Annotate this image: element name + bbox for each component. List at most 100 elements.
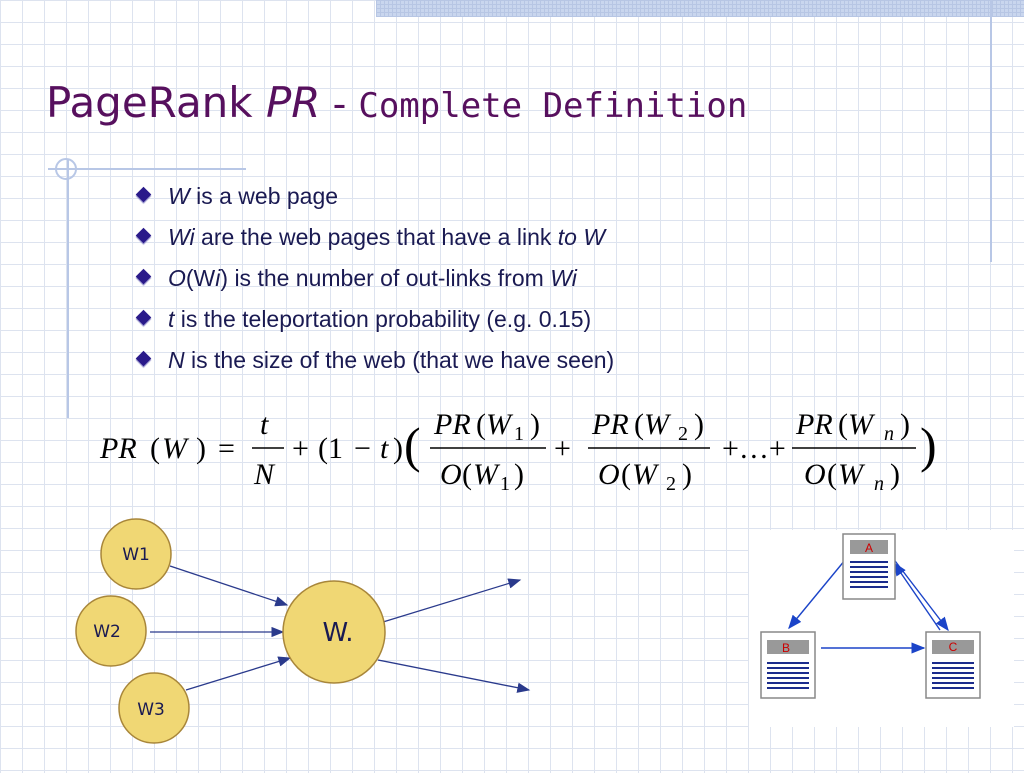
f2-o-close: ) <box>682 458 692 491</box>
fn-o-open: ( <box>827 458 837 491</box>
bullet-term-index: i <box>215 265 221 291</box>
diamond-bullet-icon <box>135 186 152 203</box>
diamond-bullet-icon <box>135 268 152 285</box>
fn-o: O <box>804 458 826 491</box>
bullet-text: is a web page <box>189 183 339 209</box>
title-underline <box>48 168 246 170</box>
node-w3-label: W3 <box>137 700 165 720</box>
formula-t2: t <box>380 432 389 465</box>
bullet-linking-pages: Wi are the web pages that have a link to… <box>130 217 614 258</box>
fn-o-close: ) <box>890 458 900 491</box>
edge-c-a <box>893 561 941 631</box>
bullet-term-end: W <box>550 265 572 291</box>
definition-list: W is a web page Wi are the web pages tha… <box>130 176 614 381</box>
f2-pr: PR <box>591 408 629 441</box>
edge-w-out-2 <box>377 659 531 693</box>
link-graph-area: W1 W2 W3 W. A B C <box>0 510 1024 768</box>
f2-o-sub: 2 <box>666 473 676 495</box>
page-c-label: C <box>949 640 958 654</box>
f1-open: ( <box>476 408 486 441</box>
f1-w: W <box>486 408 514 441</box>
page-a: A <box>842 533 896 600</box>
f1-sub: 1 <box>514 423 524 445</box>
formula-big-close-paren: ) <box>920 417 937 473</box>
formula-lhs-close-paren: ) <box>196 432 206 465</box>
slide-title: PageRank PR - Complete Definition <box>46 78 747 127</box>
f2-w: W <box>644 408 672 441</box>
page-c-label-box <box>932 640 974 654</box>
bullet-term: W <box>168 183 190 209</box>
page-c: C <box>925 631 981 699</box>
f1-pr: PR <box>433 408 471 441</box>
formula-t: t <box>260 408 269 441</box>
f2-o-open: ( <box>621 458 631 491</box>
formula-plus-dots: +…+ <box>722 432 786 465</box>
f2-o-w: W <box>632 458 660 491</box>
formula-equals: = <box>218 432 235 465</box>
node-w1 <box>100 518 172 590</box>
bullet-web-size: N is the size of the web (that we have s… <box>130 340 614 381</box>
f2-open: ( <box>634 408 644 441</box>
f2-o: O <box>598 458 620 491</box>
title-subtitle: Complete Definition <box>358 86 748 126</box>
formula-lhs-w: W <box>162 432 190 465</box>
f1-close: ) <box>530 408 540 441</box>
bullet-term-arg: (W <box>185 265 216 291</box>
formula-lhs-open-paren: ( <box>150 432 160 465</box>
bullet-out-links: O(Wi) is the number of out-links from Wi <box>130 258 614 299</box>
page-a-label: A <box>865 541 873 555</box>
node-w3 <box>118 672 190 744</box>
fn-sub: n <box>884 423 894 445</box>
title-dash: - <box>320 82 359 126</box>
title-main: PageRank <box>46 78 266 127</box>
page-a-label-box <box>850 540 888 554</box>
f1-o-sub: 1 <box>500 473 510 495</box>
fn-o-sub: n <box>874 473 884 495</box>
diamond-bullet-icon <box>135 350 152 367</box>
bullet-term: t <box>168 306 175 332</box>
formula-one-close: ) <box>393 432 403 465</box>
node-w1-label: W1 <box>122 545 150 565</box>
f2-close: ) <box>694 408 704 441</box>
fn-pr: PR <box>795 408 833 441</box>
f1-o-close: ) <box>514 458 524 491</box>
top-decorative-band <box>376 0 1024 17</box>
fn-close: ) <box>900 408 910 441</box>
page-b-label-box <box>767 640 809 654</box>
bullet-term-end-index: i <box>571 265 577 291</box>
node-w2-label: W2 <box>93 622 121 642</box>
page-b: B <box>760 631 816 699</box>
bullet-text: is the teleportation probability (e.g. 0… <box>174 306 592 332</box>
fn-w: W <box>848 408 876 441</box>
f1-o: O <box>440 458 462 491</box>
f2-sub: 2 <box>678 423 688 445</box>
decorative-circle <box>55 158 77 180</box>
bullet-text: is the size of the web (that we have see… <box>184 347 615 373</box>
bullet-term-index: i <box>189 224 195 250</box>
node-w <box>282 580 386 684</box>
title-pr: PR <box>265 78 321 127</box>
bullet-text: are the web pages that have a link <box>194 224 558 250</box>
bullet-emphasis: to W <box>557 224 606 250</box>
formula-big-open-paren: ( <box>404 417 421 473</box>
formula-one-open: (1 <box>318 432 343 465</box>
formula-lhs-pr: PR <box>99 432 137 465</box>
bullet-web-page: W is a web page <box>130 176 614 217</box>
f1-o-w: W <box>473 458 501 491</box>
fn-open: ( <box>838 408 848 441</box>
node-w-label: W. <box>323 618 354 648</box>
pagerank-formula: PR ( W ) = t N + (1 − t ) ( PR ( W 1 ) O… <box>0 400 1024 510</box>
diamond-bullet-icon <box>135 227 152 244</box>
edge-w3-w <box>185 656 292 691</box>
formula-plus-1: + <box>292 432 309 465</box>
formula-plus-2: + <box>554 432 571 465</box>
edge-a-b <box>788 553 851 630</box>
edge-w1-w <box>169 565 289 607</box>
node-w2 <box>75 595 147 667</box>
fn-o-w: W <box>838 458 866 491</box>
right-decorative-line <box>990 0 992 262</box>
f1-o-open: ( <box>462 458 472 491</box>
bullet-text: ) is the number of out-links from <box>220 265 551 291</box>
bullet-teleportation: t is the teleportation probability (e.g.… <box>130 299 614 340</box>
edge-w-out-1 <box>382 578 522 623</box>
